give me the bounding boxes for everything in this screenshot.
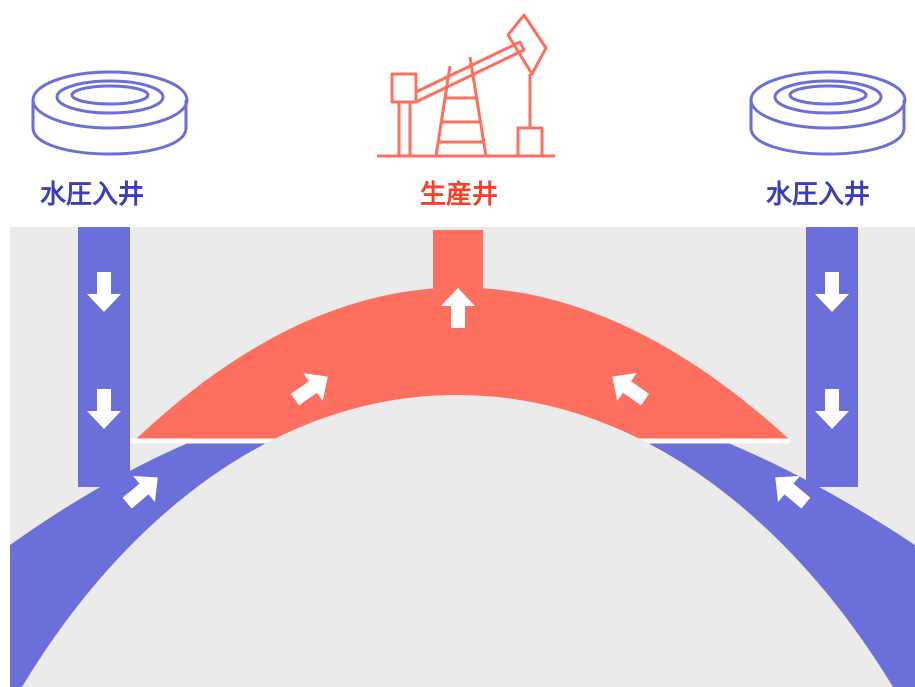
up-left-arrow-icon <box>775 475 811 509</box>
right-injection-well-shaft <box>806 227 858 487</box>
water-tank-icon <box>31 70 189 156</box>
rock-dome <box>22 395 893 687</box>
down-arrow-icon <box>87 389 121 429</box>
right-injection-well-label: 水圧入井 <box>766 180 871 210</box>
up-right-arrow-icon <box>122 475 158 509</box>
production-well-label: 生産井 <box>420 180 499 210</box>
left-injection-well-shaft <box>78 227 130 487</box>
flow-arrows <box>87 272 849 509</box>
oil-pumpjack-icon <box>377 13 555 158</box>
down-arrow-icon <box>815 389 849 429</box>
down-arrow-icon <box>815 272 849 312</box>
down-arrow-icon <box>87 272 121 312</box>
up-left-arrow-icon <box>612 373 650 406</box>
left-injection-well-label: 水圧入井 <box>40 180 145 210</box>
water-tank-icon <box>749 70 907 156</box>
up-arrow-icon <box>441 288 475 328</box>
up-right-arrow-icon <box>290 373 328 406</box>
